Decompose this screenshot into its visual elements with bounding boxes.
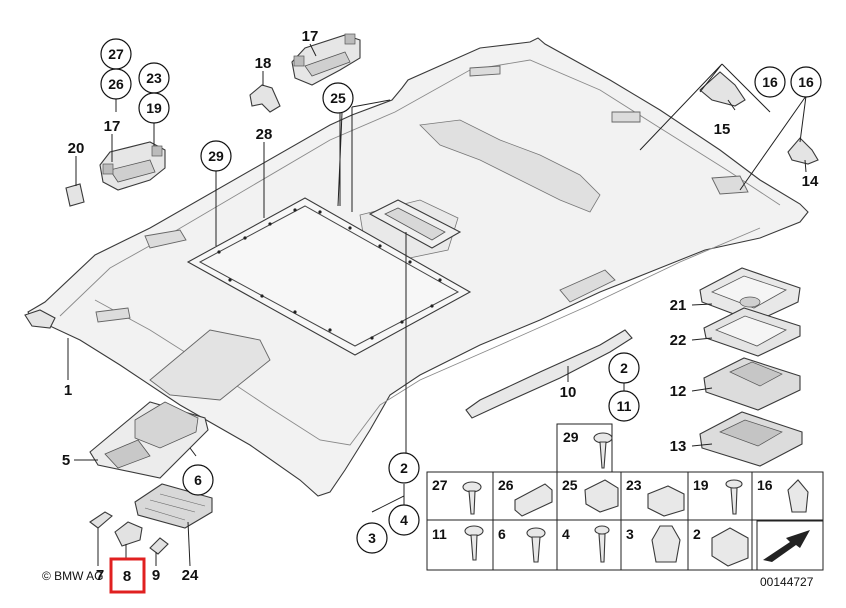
callout-2-a: 2 [620, 360, 628, 376]
grid-label-19: 19 [693, 477, 709, 493]
clip-18 [249, 84, 281, 113]
fastener-grid [426, 423, 824, 571]
grab-handle-top [291, 33, 361, 86]
label-8: 8 [123, 568, 131, 585]
label-7: 7 [96, 567, 104, 584]
label-9: 9 [152, 567, 160, 584]
callout-6: 6 [194, 472, 202, 488]
part-labels: 17 18 17 20 28 15 14 21 22 12 13 10 1 5 … [62, 28, 819, 584]
light-21 [699, 267, 801, 323]
label-5: 5 [62, 452, 70, 469]
grid-label-26: 26 [498, 477, 514, 493]
label-10: 10 [560, 384, 577, 401]
direction-arrow-icon [756, 520, 824, 571]
control-unit [134, 483, 213, 529]
label-18: 18 [255, 55, 272, 72]
diagram-id: 00144727 [760, 575, 814, 589]
headlining-strip [465, 329, 633, 419]
callout-numbers: 27 26 23 19 25 29 16 16 2 11 6 2 3 4 [108, 46, 814, 546]
grid-part-glyphs [462, 432, 809, 567]
callout-25: 25 [330, 90, 346, 106]
label-12: 12 [670, 383, 687, 400]
callouts [100, 38, 822, 554]
callout-29: 29 [208, 148, 224, 164]
callout-16-a: 16 [762, 74, 778, 90]
label-28: 28 [256, 126, 273, 143]
small-light-parts [89, 511, 169, 555]
grid-label-27: 27 [432, 477, 448, 493]
callout-26: 26 [108, 76, 124, 92]
grid-label-23: 23 [626, 477, 642, 493]
grab-handle-left [99, 141, 166, 191]
grid-label-25: 25 [562, 477, 578, 493]
callout-23: 23 [146, 70, 162, 86]
grid-label-2: 2 [693, 526, 701, 542]
grid-label-6: 6 [498, 526, 506, 542]
highlighted-part-8[interactable]: 8 [109, 557, 146, 594]
label-20: 20 [68, 140, 85, 157]
light-22 [703, 307, 801, 357]
label-24: 24 [182, 567, 199, 584]
fastener-grid-labels: 29 27 26 25 23 19 16 11 6 4 3 2 [432, 429, 773, 542]
label-22: 22 [670, 332, 687, 349]
copyright-text: © BMW AG [42, 569, 104, 583]
light-13 [699, 411, 803, 467]
grid-label-3: 3 [626, 526, 634, 542]
sunroof-frame [186, 197, 472, 356]
light-12 [703, 357, 801, 411]
grid-label-11: 11 [432, 526, 447, 542]
label-17-left: 17 [104, 118, 121, 135]
label-15: 15 [714, 121, 731, 138]
cover-20 [65, 183, 85, 207]
clip-14 [787, 137, 819, 165]
label-1: 1 [64, 382, 72, 399]
grid-label-4: 4 [562, 526, 570, 542]
label-14: 14 [802, 173, 819, 190]
label-21: 21 [670, 297, 687, 314]
callout-27: 27 [108, 46, 124, 62]
label-17-top: 17 [302, 28, 319, 45]
grid-label-16: 16 [757, 477, 773, 493]
callout-19: 19 [146, 100, 162, 116]
rear-bracket [368, 199, 462, 249]
clip-15 [699, 71, 746, 107]
callout-16-b: 16 [798, 74, 814, 90]
front-interior-light [89, 401, 209, 479]
callout-11: 11 [617, 398, 632, 414]
label-13: 13 [670, 438, 687, 455]
callout-3: 3 [368, 530, 376, 546]
grid-label-29: 29 [563, 429, 579, 445]
callout-2-b: 2 [400, 460, 408, 476]
callout-4: 4 [400, 512, 408, 528]
